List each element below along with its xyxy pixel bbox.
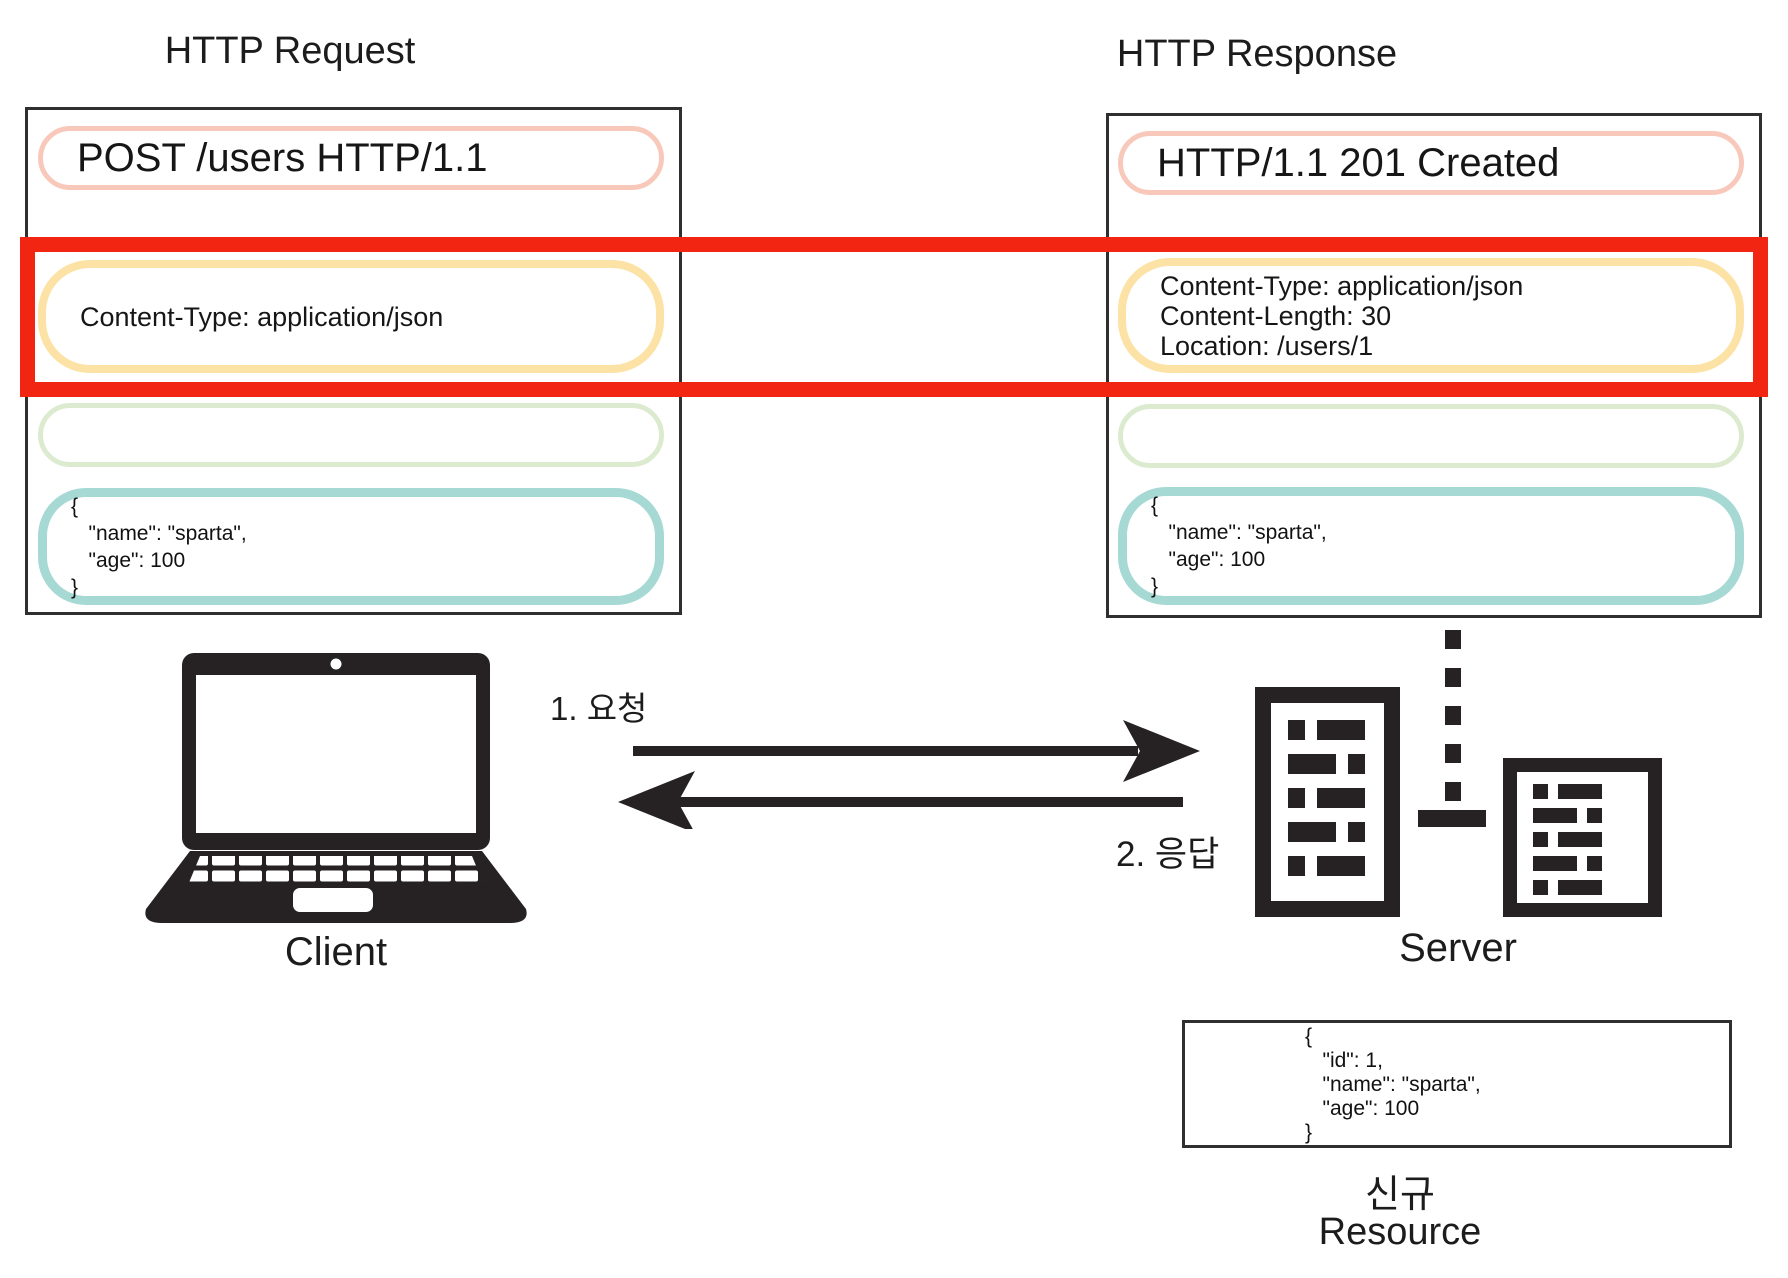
json-line: "age": 100 — [1151, 548, 1266, 571]
new-resource-caption-korean: 신규 — [1365, 1174, 1435, 1216]
webcam-dot — [330, 658, 342, 670]
response-headers-pill: Content-Type: application/json Content-L… — [1118, 258, 1744, 373]
request-arrow-label: 1. 요청 — [550, 690, 648, 727]
new-resource-box: { "id": 1, "name": "sparta", "age": 100 … — [1182, 1020, 1732, 1148]
headers-highlight-box — [20, 237, 1768, 397]
server-label: Server — [1399, 926, 1517, 970]
json-line: } — [71, 575, 79, 599]
new-resource-caption-english: Resource — [1318, 1211, 1482, 1253]
response-blank-line-pill — [1118, 404, 1744, 468]
request-panel: POST /users HTTP/1.1 Content-Type: appli… — [25, 107, 682, 615]
trackpad — [293, 888, 373, 912]
response-header-line: Content-Type: application/json — [1160, 270, 1524, 301]
response-panel-title: HTTP Response — [1116, 33, 1398, 75]
response-status-line: HTTP/1.1 201 Created — [1157, 140, 1560, 185]
request-body-json: { "name": "sparta", "age": 100 } — [47, 493, 655, 601]
client-label: Client — [284, 930, 388, 974]
response-panel: HTTP/1.1 201 Created Content-Type: appli… — [1106, 113, 1762, 618]
json-line: { — [71, 494, 79, 518]
new-resource-json: { "id": 1, "name": "sparta", "age": 100 … — [1305, 1025, 1481, 1145]
json-line: "name": "sparta", — [1305, 1073, 1481, 1096]
json-line: "id": 1, — [1305, 1049, 1383, 1072]
request-start-line-pill: POST /users HTTP/1.1 — [38, 126, 664, 190]
response-to-server-dashed-line — [1445, 630, 1461, 802]
json-line: "name": "sparta", — [71, 521, 247, 545]
response-header-line: Location: /users/1 — [1160, 330, 1374, 361]
request-start-line: POST /users HTTP/1.1 — [77, 135, 488, 180]
json-line: { — [1151, 494, 1159, 517]
response-body-json: { "name": "sparta", "age": 100 } — [1127, 492, 1735, 600]
response-arrow — [618, 771, 1183, 829]
response-arrow-label: 2. 응답 — [1116, 835, 1220, 874]
response-header-line: Content-Length: 30 — [1160, 300, 1392, 331]
json-line: "age": 100 — [1305, 1097, 1420, 1120]
json-line: { — [1305, 1025, 1313, 1048]
client-laptop-icon — [145, 653, 527, 923]
request-panel-title: HTTP Request — [164, 30, 416, 72]
keyboard-keys — [188, 856, 484, 885]
request-arrow — [633, 720, 1200, 782]
json-line: "age": 100 — [71, 548, 186, 572]
request-body-pill: { "name": "sparta", "age": 100 } — [38, 488, 664, 605]
json-line: "name": "sparta", — [1151, 521, 1327, 544]
response-body-pill: { "name": "sparta", "age": 100 } — [1118, 487, 1744, 605]
request-headers-pill: Content-Type: application/json — [38, 260, 664, 373]
server-icon-large — [1255, 687, 1400, 917]
json-line: } — [1305, 1121, 1313, 1144]
dashed-line-end-cap — [1418, 810, 1486, 827]
server-icon-small — [1503, 758, 1662, 917]
request-blank-line-pill — [38, 403, 664, 467]
json-line: } — [1151, 575, 1159, 598]
response-status-line-pill: HTTP/1.1 201 Created — [1118, 131, 1744, 195]
request-header-line: Content-Type: application/json — [80, 301, 444, 332]
